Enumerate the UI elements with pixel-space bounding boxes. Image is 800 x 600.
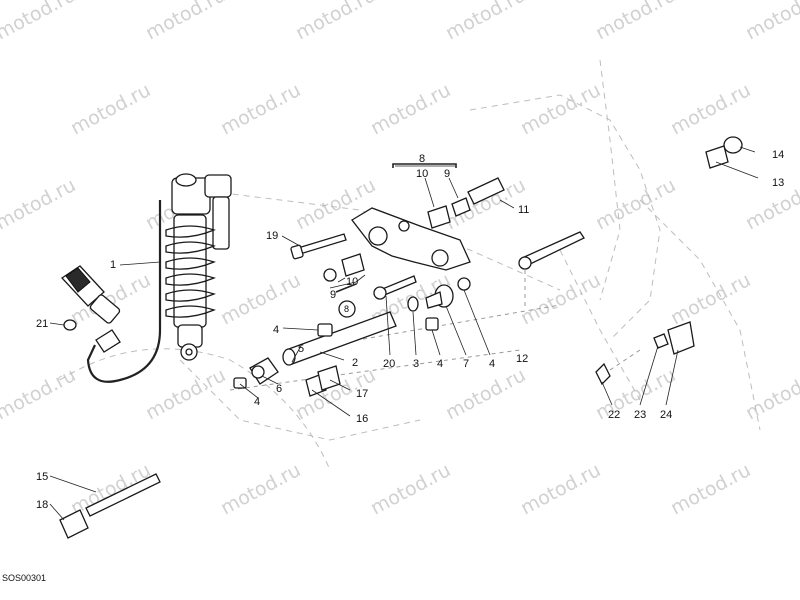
watermark-text: motod.ru bbox=[742, 174, 800, 234]
rocker-linkage bbox=[351, 207, 471, 271]
watermark-text: motod.ru bbox=[0, 0, 79, 44]
callout-labels: 1 19 8 10 9 11 14 13 10 9 8 21 4 20 3 4 … bbox=[36, 149, 784, 511]
watermark-text: motod.ru bbox=[142, 364, 229, 424]
bracket-22-24 bbox=[595, 321, 695, 386]
callout-6: 6 bbox=[276, 383, 282, 395]
callout-16: 16 bbox=[356, 413, 368, 425]
watermark-text: motod.ru bbox=[742, 364, 800, 424]
callout-12: 12 bbox=[516, 353, 528, 365]
callout-7: 7 bbox=[463, 358, 469, 370]
bolt-19 bbox=[290, 233, 347, 260]
callout-2: 2 bbox=[352, 357, 358, 369]
callout-17: 17 bbox=[356, 388, 368, 400]
eccentric-7 bbox=[425, 284, 454, 309]
callout-8: 8 bbox=[419, 153, 425, 165]
watermark-text: motod.ru bbox=[592, 174, 679, 234]
tie-rod bbox=[282, 311, 397, 366]
watermark-text: motod.ru bbox=[217, 269, 304, 329]
callout-4-mid: 4 bbox=[437, 358, 443, 370]
watermark-text: motod.ru bbox=[217, 459, 304, 519]
callout-1: 1 bbox=[110, 259, 116, 271]
coil-spring bbox=[165, 214, 216, 328]
watermark-text: motod.ru bbox=[142, 0, 229, 44]
watermark-text: motod.ru bbox=[367, 79, 454, 139]
watermark-text: motod.ru bbox=[442, 364, 529, 424]
watermark-text: motod.ru bbox=[67, 79, 154, 139]
watermark-text: motod.ru bbox=[292, 0, 379, 44]
bushing-8-detail bbox=[338, 300, 356, 318]
reference-code: SOS00301 bbox=[2, 573, 46, 583]
callout-13: 13 bbox=[772, 177, 784, 189]
lower-rod-15 bbox=[85, 473, 161, 517]
callout-9-lower: 9 bbox=[330, 289, 336, 301]
watermark-text: motod.ru bbox=[517, 79, 604, 139]
watermark-text: motod.ru bbox=[667, 459, 754, 519]
watermark-text: motod.ru bbox=[667, 79, 754, 139]
shock-absorber bbox=[86, 173, 232, 383]
bolt-12 bbox=[518, 231, 585, 270]
preload-adjuster bbox=[61, 265, 121, 353]
group-bracket-8 bbox=[335, 163, 457, 293]
watermark-text: motod.ru bbox=[367, 459, 454, 519]
callout-23: 23 bbox=[634, 409, 646, 421]
callout-19: 19 bbox=[266, 230, 278, 242]
callout-9-upper: 9 bbox=[444, 168, 450, 180]
watermark-text: motod.ru bbox=[0, 364, 79, 424]
callout-18: 18 bbox=[36, 499, 48, 511]
callout-3: 3 bbox=[413, 358, 419, 370]
watermark-layer: motod.ru motod.ru motod.ru motod.ru motod.ru… bbox=[0, 0, 800, 519]
callout-14: 14 bbox=[772, 149, 784, 161]
bolt-20 bbox=[373, 275, 417, 300]
watermark-text: motod.ru bbox=[517, 459, 604, 519]
washer-3 bbox=[407, 296, 419, 312]
nut-21 bbox=[63, 319, 77, 331]
callout-8-detail: 8 bbox=[344, 304, 349, 314]
callout-4-bottom: 4 bbox=[254, 396, 260, 408]
watermark-text: motod.ru bbox=[217, 79, 304, 139]
rod-end-6 bbox=[233, 357, 279, 389]
callout-11: 11 bbox=[518, 204, 529, 216]
end-cap-18 bbox=[59, 509, 89, 539]
watermark-text: motod.ru bbox=[667, 269, 754, 329]
callout-15: 15 bbox=[36, 471, 48, 483]
watermark-text: motod.ru bbox=[742, 0, 800, 44]
frame-outline bbox=[59, 59, 761, 471]
callout-4-right: 4 bbox=[489, 358, 495, 370]
spacer-10-lower bbox=[323, 253, 365, 282]
watermark-text: motod.ru bbox=[442, 0, 529, 44]
bushing-16-17 bbox=[305, 365, 341, 397]
watermark-text: motod.ru bbox=[0, 174, 79, 234]
pin-11 bbox=[467, 177, 505, 205]
pivot-bushing-13-14 bbox=[705, 136, 743, 169]
callout-22: 22 bbox=[608, 409, 620, 421]
callout-21: 21 bbox=[36, 318, 48, 330]
watermark-text: motod.ru bbox=[517, 269, 604, 329]
callout-20: 20 bbox=[383, 358, 395, 370]
leader-lines bbox=[49, 146, 759, 521]
spacer-10-upper bbox=[427, 197, 471, 229]
callout-10-upper: 10 bbox=[416, 168, 428, 180]
callout-24: 24 bbox=[660, 409, 672, 421]
callout-5: 5 bbox=[298, 343, 304, 355]
callout-4-left: 4 bbox=[273, 324, 279, 336]
watermark-text: motod.ru bbox=[592, 0, 679, 44]
